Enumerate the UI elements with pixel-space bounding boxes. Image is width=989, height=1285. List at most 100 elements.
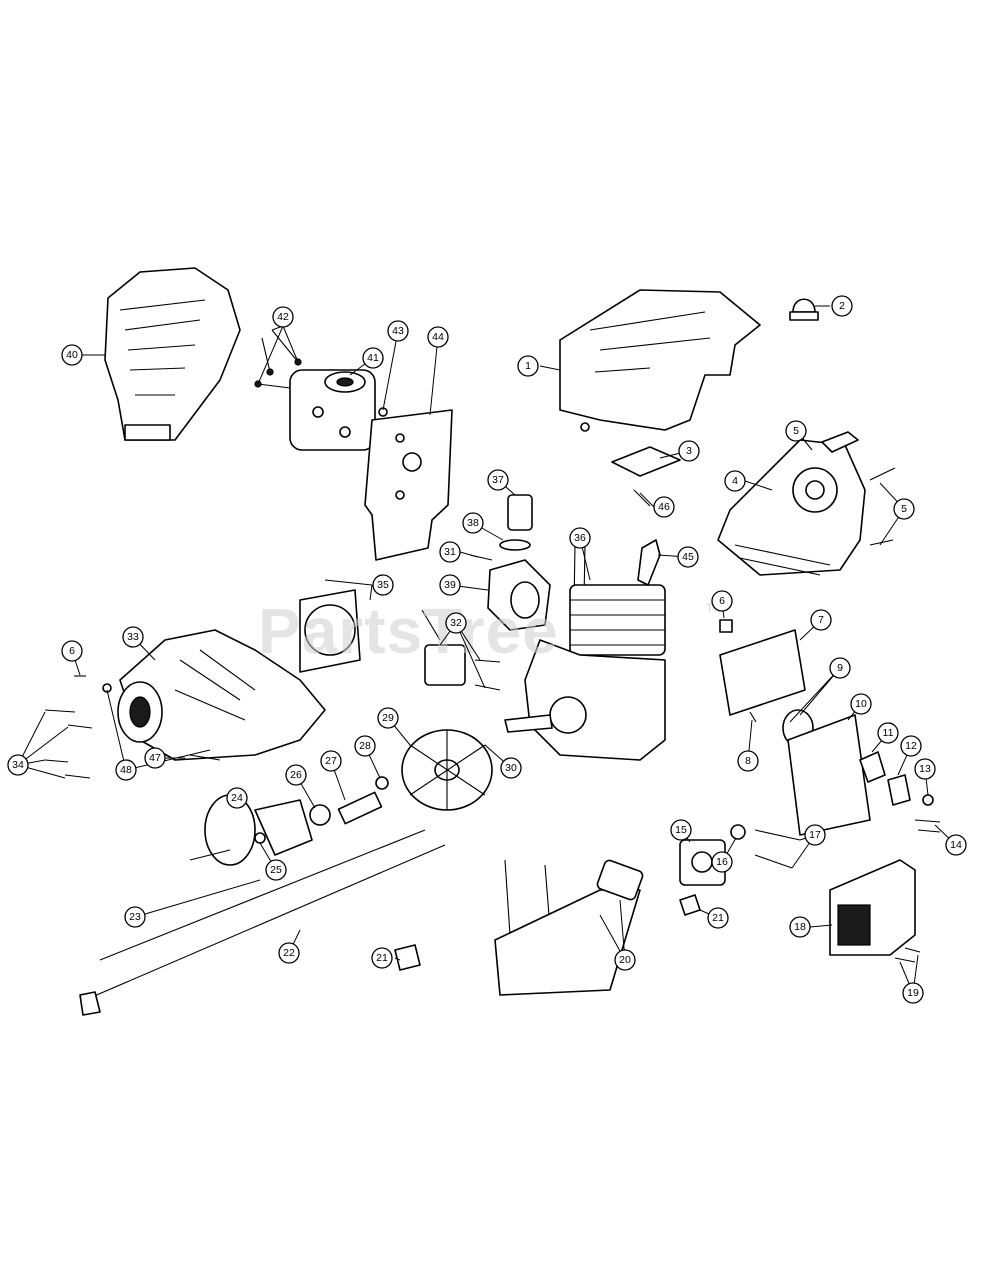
part-washer-28 — [375, 776, 389, 790]
part-washer-26 — [309, 804, 331, 826]
svg-text:12: 12 — [905, 740, 917, 752]
callout-33: 33 — [122, 626, 144, 648]
callout-3: 3 — [678, 440, 700, 462]
part-clutch-drum — [189, 794, 313, 866]
callout-18: 18 — [789, 916, 811, 938]
part-muffler — [289, 369, 376, 451]
callout-43: 43 — [387, 320, 409, 342]
callout-37: 37 — [487, 469, 509, 491]
svg-text:7: 7 — [818, 614, 824, 626]
callout-23: 23 — [124, 906, 146, 928]
part-grommet-6 — [719, 619, 733, 633]
part-screw-46 — [633, 489, 651, 507]
svg-text:13: 13 — [919, 763, 931, 775]
part-flywheel — [401, 729, 493, 811]
callout-26: 26 — [285, 764, 307, 786]
part-engine-block — [504, 544, 666, 761]
callout-29: 29 — [377, 707, 399, 729]
svg-text:25: 25 — [270, 864, 282, 876]
svg-text:2: 2 — [839, 300, 845, 312]
part-starter-housing — [717, 431, 866, 576]
callout-10: 10 — [850, 693, 872, 715]
svg-text:36: 36 — [574, 532, 586, 544]
svg-text:5: 5 — [901, 503, 907, 515]
callout-21-left: 21 — [371, 947, 393, 969]
part-muffler-bolts — [254, 329, 302, 389]
part-screws-14 — [914, 819, 941, 833]
part-throttle-cables — [79, 829, 446, 1016]
callout-27: 27 — [320, 750, 342, 772]
callout-15: 15 — [670, 819, 692, 841]
callout-9: 9 — [829, 657, 851, 679]
part-fan-housing — [117, 629, 326, 761]
part-washer-13 — [922, 794, 934, 806]
callout-13: 13 — [914, 758, 936, 780]
part-fuel-tank — [494, 859, 644, 996]
svg-text:47: 47 — [149, 752, 161, 764]
callout-46: 46 — [653, 496, 675, 518]
svg-text:9: 9 — [837, 662, 843, 674]
svg-text:3: 3 — [686, 445, 692, 457]
part-screws-19 — [894, 947, 921, 963]
part-grommet-21b — [679, 894, 701, 916]
callout-35: 35 — [372, 574, 394, 596]
part-debris-shield — [104, 267, 241, 441]
callout-34: 34 — [7, 754, 29, 776]
callout-11: 11 — [877, 722, 899, 744]
svg-text:10: 10 — [855, 698, 867, 710]
callout-6-right: 6 — [711, 590, 733, 612]
svg-text:22: 22 — [283, 947, 295, 959]
callout-40: 40 — [61, 344, 83, 366]
callout-14: 14 — [945, 834, 967, 856]
callout-31: 31 — [439, 541, 461, 563]
callout-5-top: 5 — [785, 420, 807, 442]
callout-42: 42 — [272, 306, 294, 328]
callout-28: 28 — [354, 735, 376, 757]
callout-1: 1 — [517, 355, 539, 377]
svg-text:19: 19 — [907, 987, 919, 999]
part-screw-8 — [749, 711, 757, 723]
part-muffler-gasket — [364, 409, 453, 561]
svg-text:1: 1 — [525, 360, 531, 372]
svg-text:11: 11 — [883, 727, 894, 739]
part-fan-shroud-opening — [304, 604, 356, 656]
callout-6-left: 6 — [61, 640, 83, 662]
callout-39: 39 — [439, 574, 461, 596]
callout-layer: 1 2 3 4 5 5 6 6 7 8 9 10 11 12 13 14 15 … — [7, 295, 967, 1004]
part-carb-bolts-17 — [754, 829, 801, 869]
callout-20: 20 — [614, 949, 636, 971]
callout-5-right: 5 — [893, 498, 915, 520]
callout-7: 7 — [810, 609, 832, 631]
part-primer-bulb — [789, 298, 819, 321]
svg-text:6: 6 — [69, 645, 75, 657]
callout-36: 36 — [569, 527, 591, 549]
part-gasket-16 — [730, 824, 746, 840]
callout-44: 44 — [427, 326, 449, 348]
svg-text:20: 20 — [619, 954, 631, 966]
callout-8: 8 — [737, 750, 759, 772]
part-ignition-coil — [421, 609, 501, 691]
callout-45: 45 — [677, 546, 699, 568]
callout-4: 4 — [724, 470, 746, 492]
svg-text:17: 17 — [809, 829, 821, 841]
callout-30: 30 — [500, 757, 522, 779]
svg-text:8: 8 — [745, 755, 751, 767]
svg-text:16: 16 — [716, 856, 728, 868]
part-air-filter-cover — [829, 859, 916, 956]
svg-text:21: 21 — [376, 952, 388, 964]
callout-48: 48 — [115, 759, 137, 781]
part-carb-adapter — [719, 629, 806, 716]
svg-text:35: 35 — [377, 579, 389, 591]
callout-22: 22 — [278, 942, 300, 964]
part-carburetor — [679, 839, 726, 886]
svg-text:44: 44 — [432, 331, 444, 343]
part-filter-11 — [859, 751, 886, 783]
callout-47: 47 — [144, 747, 166, 769]
svg-text:45: 45 — [682, 551, 694, 563]
callout-32: 32 — [445, 612, 467, 634]
svg-text:26: 26 — [290, 769, 302, 781]
callout-41: 41 — [362, 347, 384, 369]
callout-21-right: 21 — [707, 907, 729, 929]
